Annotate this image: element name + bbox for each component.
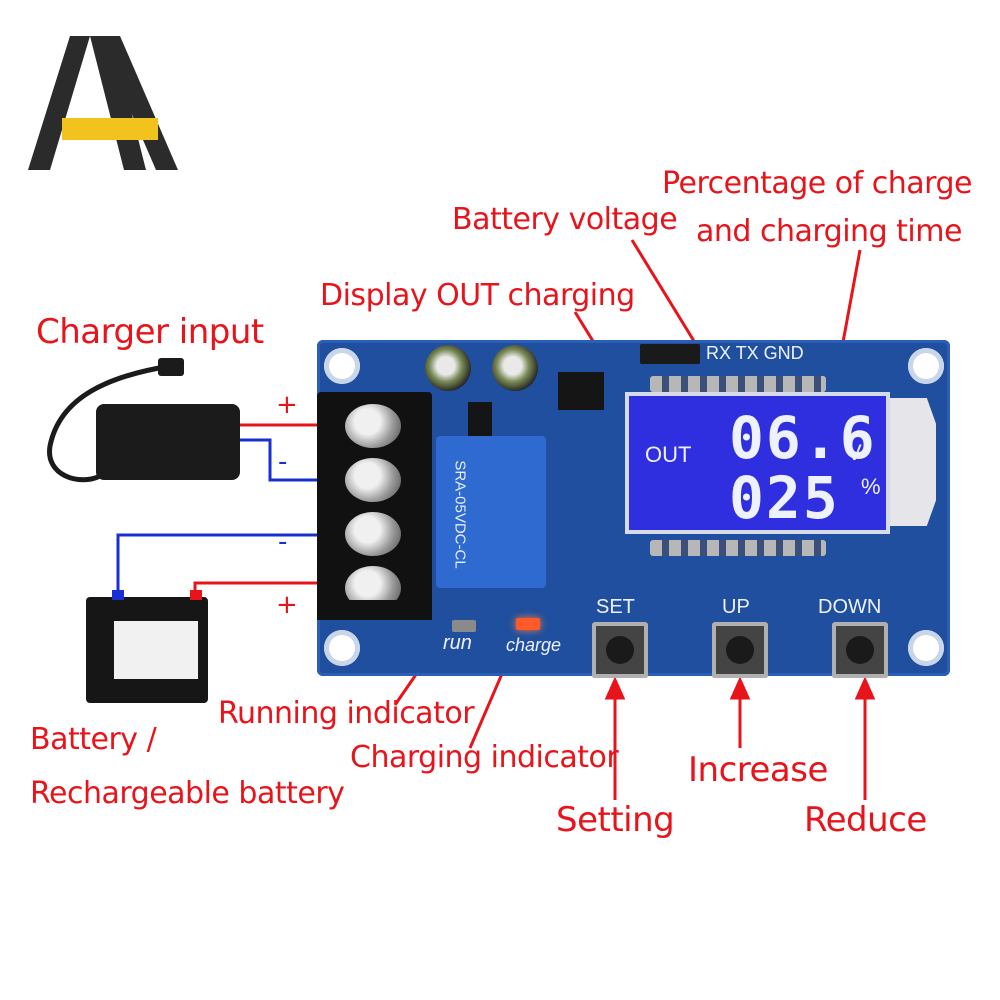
label-battery-line1: Battery / [30, 722, 157, 757]
mount-hole-br [908, 630, 944, 666]
polarity-minus-1: - [278, 447, 287, 477]
header-label: RX TX GND [706, 343, 804, 363]
charger-cable-icon [47, 358, 184, 483]
lcd-percent-value: 025 [729, 464, 840, 532]
terminal-screw-1 [345, 404, 401, 448]
power-adapter-icon [96, 404, 240, 480]
capacitor-1 [425, 345, 471, 391]
label-reduce: Reduce [804, 800, 927, 840]
polarity-plus-2: + [276, 590, 298, 620]
mount-hole-tl [324, 348, 360, 384]
run-label: run [443, 632, 472, 654]
lcd-connector [890, 398, 936, 526]
battery-terminal-negative [112, 590, 124, 600]
aa-logo-icon [28, 36, 178, 170]
label-battery-line2: Rechargeable battery [30, 776, 345, 811]
polarity-plus-1: + [276, 390, 298, 420]
terminal-screw-2 [345, 458, 401, 502]
terminal-base [317, 600, 432, 620]
up-button[interactable] [712, 622, 768, 678]
header-pins [640, 344, 700, 364]
lcd-pins-top [650, 376, 826, 392]
set-label: SET [596, 596, 635, 618]
label-charging-indicator: Charging indicator [350, 740, 619, 775]
mount-hole-bl [324, 630, 360, 666]
terminal-block [317, 392, 432, 618]
down-label: DOWN [818, 596, 882, 618]
terminal-screw-3 [345, 512, 401, 556]
transistor [468, 402, 492, 442]
label-running-indicator: Running indicator [218, 696, 475, 731]
label-display-out: Display OUT charging [320, 278, 635, 313]
lcd-display: OUT 06.6 V 025 % [625, 392, 890, 534]
battery-sticker [114, 621, 198, 679]
up-label: UP [722, 596, 750, 618]
label-setting: Setting [556, 800, 675, 840]
lcd-voltage-value: 06.6 [729, 404, 877, 472]
lcd-pins-bottom [650, 540, 826, 556]
lcd-voltage-unit: V [847, 440, 862, 465]
down-button[interactable] [832, 622, 888, 678]
relay-text: SRA-05VDC-CL [451, 460, 469, 569]
mount-hole-tr [908, 348, 944, 384]
set-button[interactable] [592, 622, 648, 678]
lcd-percent-unit: % [861, 474, 881, 499]
label-percentage-line1: Percentage of charge [662, 166, 972, 201]
label-battery-voltage: Battery voltage [452, 202, 678, 237]
label-increase: Increase [688, 750, 828, 790]
ic-chip [558, 372, 604, 410]
label-charger-input: Charger input [36, 312, 264, 352]
run-led [452, 620, 476, 632]
car-battery-icon [86, 597, 208, 703]
lcd-out-label: OUT [645, 442, 692, 467]
capacitor-2 [492, 345, 538, 391]
charge-led [516, 618, 540, 630]
label-percentage-line2: and charging time [696, 214, 962, 249]
polarity-minus-2: - [278, 527, 287, 557]
battery-terminal-positive [190, 590, 202, 600]
relay: SRA-05VDC-CL [436, 436, 546, 588]
charge-label: charge [506, 635, 562, 655]
